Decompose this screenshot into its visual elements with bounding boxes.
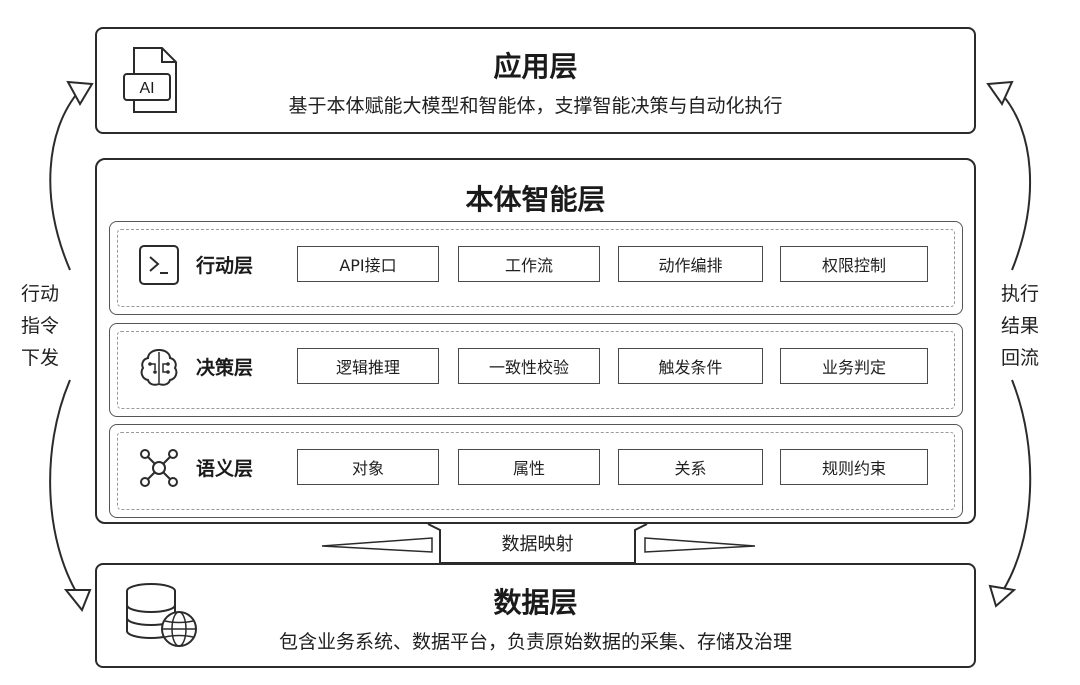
network-icon xyxy=(140,449,178,487)
chip-consistency-check: 一致性校验 xyxy=(458,348,600,384)
right-arrowhead-up-icon xyxy=(986,80,1014,107)
data-layer-description: 包含业务系统、数据平台，负责原始数据的采集、存储及治理 xyxy=(278,631,792,653)
chip-trigger-condition: 触发条件 xyxy=(618,348,763,384)
mapping-left-arrow-icon xyxy=(321,537,433,553)
left-flow-arrow-up xyxy=(49,89,81,271)
brain-icon xyxy=(140,348,178,386)
decision-sublayer: 决策层 逻辑推理 一致性校验 触发条件 业务判定 xyxy=(109,323,963,417)
chip-action-orchestration: 动作编排 xyxy=(618,246,763,282)
action-sublayer-label: 行动层 xyxy=(196,255,254,277)
left-arrowhead-up-icon xyxy=(66,80,94,107)
data-layer-panel: 数据层 包含业务系统、数据平台，负责原始数据的采集、存储及治理 xyxy=(95,563,976,668)
chip-business-judgment: 业务判定 xyxy=(780,348,928,384)
chip-relation: 关系 xyxy=(618,449,763,485)
chip-logic-reasoning: 逻辑推理 xyxy=(297,348,439,384)
ai-file-icon: AI xyxy=(123,47,177,113)
semantic-sublayer: 语义层 对象 属性 关系 规则约束 xyxy=(109,424,963,518)
mapping-right-arrow-icon xyxy=(644,537,756,553)
chip-attribute: 属性 xyxy=(458,449,600,485)
ontology-layer-title: 本体智能层 xyxy=(465,183,606,216)
right-flow-arrow-down xyxy=(1001,379,1032,593)
app-layer-title: 应用层 xyxy=(493,50,578,83)
terminal-icon xyxy=(139,245,179,285)
chip-workflow: 工作流 xyxy=(458,246,600,282)
chip-api: API接口 xyxy=(297,246,439,282)
left-flow-arrow-down xyxy=(49,379,79,596)
right-arrowhead-down-icon xyxy=(988,584,1017,608)
chip-object: 对象 xyxy=(297,449,439,485)
chip-permission-control: 权限控制 xyxy=(780,246,928,282)
data-mapping-label: 数据映射 xyxy=(501,534,574,555)
action-sublayer: 行动层 API接口 工作流 动作编排 权限控制 xyxy=(109,221,963,315)
data-layer-title: 数据层 xyxy=(493,586,578,619)
database-globe-icon xyxy=(126,583,197,647)
right-flow-label: 执行 结果 回流 xyxy=(1000,283,1039,369)
right-flow-arrow-up xyxy=(999,91,1031,271)
left-arrowhead-down-icon xyxy=(63,589,92,612)
app-layer-description: 基于本体赋能大模型和智能体，支撑智能决策与自动化执行 xyxy=(288,95,783,117)
ai-icon-text: AI xyxy=(139,80,154,97)
semantic-sublayer-label: 语义层 xyxy=(196,458,254,480)
decision-sublayer-label: 决策层 xyxy=(196,357,254,379)
chip-rule-constraint: 规则约束 xyxy=(780,449,928,485)
left-flow-label: 行动 指令 下发 xyxy=(20,283,59,369)
app-layer-panel: AI 应用层 基于本体赋能大模型和智能体，支撑智能决策与自动化执行 xyxy=(95,27,976,134)
